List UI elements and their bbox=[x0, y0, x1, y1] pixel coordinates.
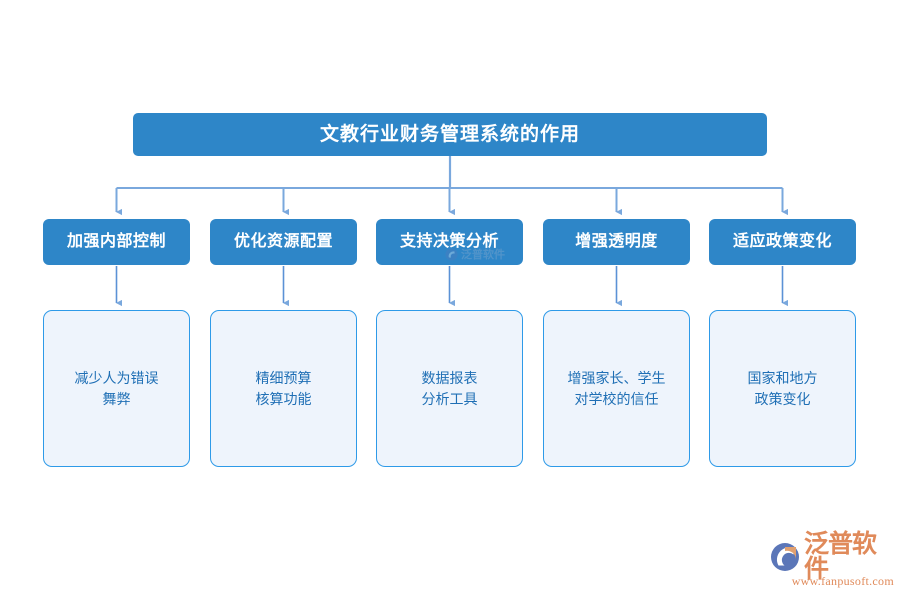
category-box-4[interactable]: 适应政策变化 bbox=[709, 219, 856, 265]
fanpu-mark-icon bbox=[771, 543, 799, 571]
detail-box-0[interactable]: 减少人为错误 舞弊 bbox=[43, 310, 190, 467]
diagram-title-text: 文教行业财务管理系统的作用 bbox=[319, 124, 580, 145]
category-label-4: 适应政策变化 bbox=[732, 233, 832, 250]
detail-box-4[interactable]: 国家和地方 政策变化 bbox=[709, 310, 856, 467]
fanpu-logo-icon bbox=[445, 247, 458, 261]
category-box-1[interactable]: 优化资源配置 bbox=[210, 219, 357, 265]
category-box-0[interactable]: 加强内部控制 bbox=[43, 219, 190, 265]
center-watermark-text: 泛普软件 bbox=[461, 249, 505, 261]
detail-box-2[interactable]: 数据报表 分析工具 bbox=[376, 310, 523, 467]
detail-box-1[interactable]: 精细预算 核算功能 bbox=[210, 310, 357, 467]
category-label-2: 支持决策分析 bbox=[399, 233, 499, 250]
logo-row: 泛普软件 bbox=[770, 532, 894, 582]
category-box-3[interactable]: 增强透明度 bbox=[543, 219, 690, 265]
detail-box-3[interactable]: 增强家长、学生 对学校的信任 bbox=[543, 310, 690, 467]
detail-label-2: 数据报表 分析工具 bbox=[421, 370, 478, 407]
detail-label-4: 国家和地方 政策变化 bbox=[747, 370, 818, 407]
category-label-3: 增强透明度 bbox=[575, 233, 658, 250]
category-label-0: 加强内部控制 bbox=[66, 233, 166, 250]
center-watermark: 泛普软件 bbox=[445, 246, 505, 262]
detail-label-3: 增强家长、学生 对学校的信任 bbox=[567, 370, 666, 407]
category-box-2[interactable]: 支持决策分析 bbox=[376, 219, 523, 265]
logo-name-text: 泛普软件 bbox=[804, 530, 877, 583]
fanpusoft-logo: 泛普软件 www.fanpusoft.com bbox=[770, 532, 894, 591]
detail-label-0: 减少人为错误 舞弊 bbox=[74, 370, 159, 407]
logo-url-text: www.fanpusoft.com bbox=[791, 574, 894, 588]
category-label-1: 优化资源配置 bbox=[233, 233, 333, 250]
diagram-title-box: 文教行业财务管理系统的作用 bbox=[133, 113, 767, 156]
detail-label-1: 精细预算 核算功能 bbox=[255, 370, 312, 407]
